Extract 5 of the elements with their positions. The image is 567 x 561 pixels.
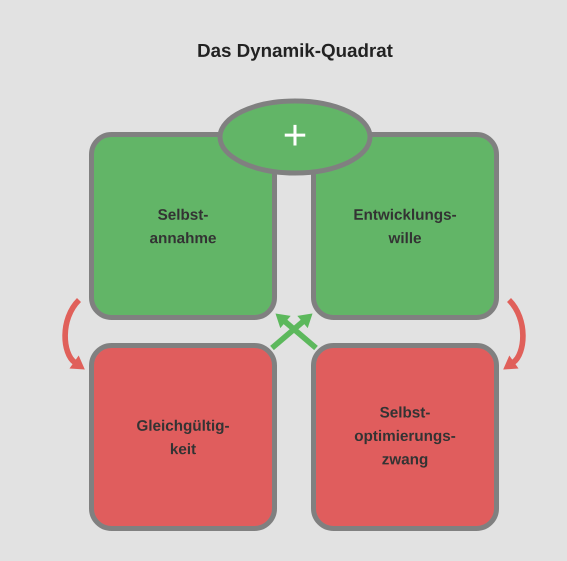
title: Das Dynamik-Quadrat — [198, 43, 393, 61]
rounded-box: Selbst- annahme — [89, 132, 277, 320]
rounded-box: Selbst- optimierungs- zwang — [311, 343, 499, 531]
rounded-box: Gleichgültig- keit — [89, 343, 277, 531]
rounded-box: Entwicklungs- wille — [311, 132, 499, 320]
